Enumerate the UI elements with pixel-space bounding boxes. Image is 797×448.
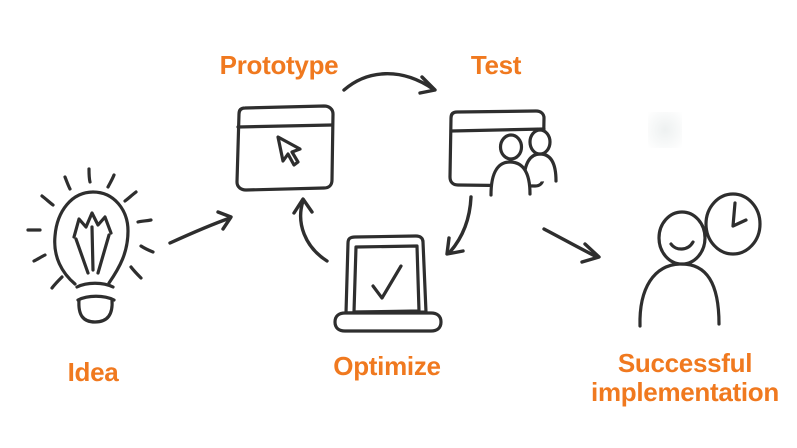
arrow-idea-to-prototype: [168, 210, 233, 245]
label-test: Test: [470, 50, 522, 80]
smile-icon: [669, 240, 695, 251]
label-prototype: Prototype: [219, 50, 339, 80]
person-clock-icon: [638, 192, 762, 328]
arrow-prototype-to-test: [342, 72, 437, 95]
label-optimize: Optimize: [333, 351, 441, 381]
browser-users-icon: [448, 109, 558, 197]
cursor-arrow-icon: [276, 135, 302, 167]
label-implementation: Successful implementation: [591, 348, 779, 408]
label-idea: Idea: [67, 357, 119, 387]
browser-cursor-icon: [235, 104, 335, 192]
arrow-test-to-optimize: [445, 195, 473, 256]
checkmark-icon: [371, 264, 403, 300]
laptop-checkmark-icon: [333, 234, 443, 333]
arrow-optimize-to-prototype: [292, 197, 329, 263]
arrow-test-to-implementation: [542, 227, 601, 264]
lightbulb-icon: [26, 167, 155, 324]
